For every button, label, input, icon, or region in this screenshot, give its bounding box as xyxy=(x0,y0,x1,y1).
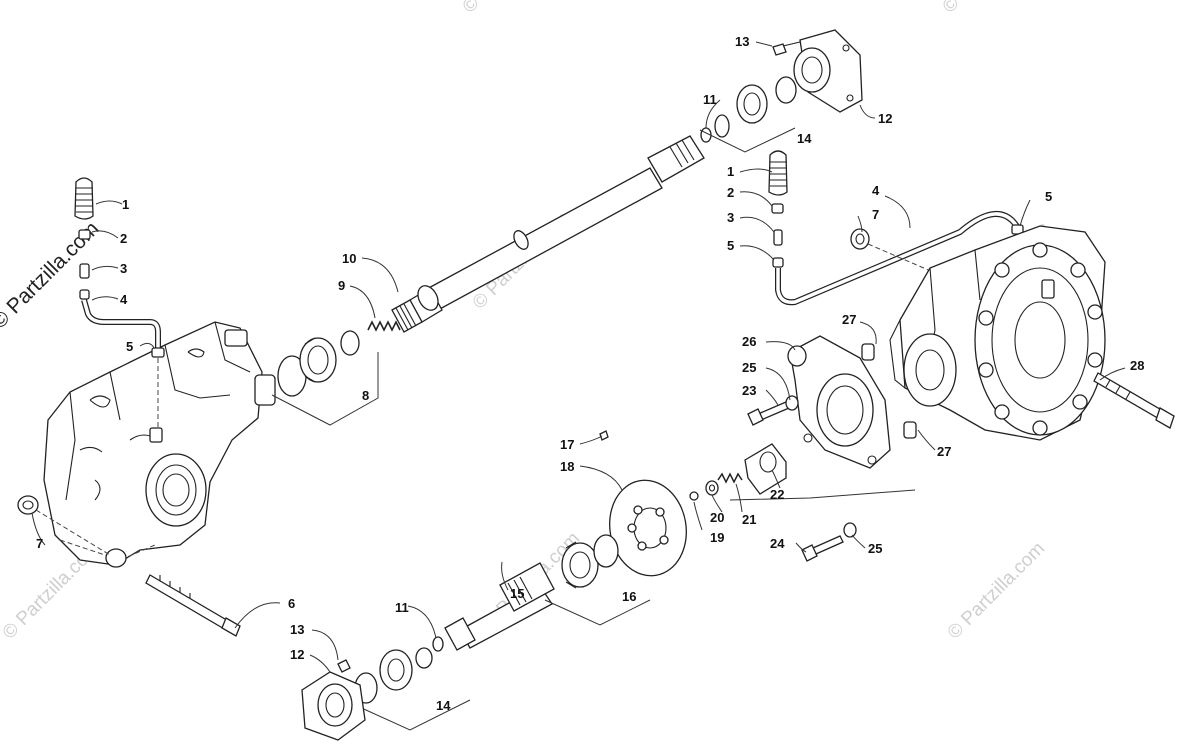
callout-18: 18 xyxy=(560,459,574,474)
callout-16: 16 xyxy=(622,589,636,604)
callout-22: 22 xyxy=(770,487,784,502)
rear-breather-assembly xyxy=(768,150,1031,306)
callout-15: 15 xyxy=(510,586,524,601)
callout-19: 19 xyxy=(710,530,724,545)
callout-6: 6 xyxy=(288,596,295,611)
callout-28: 28 xyxy=(1130,358,1144,373)
callout-5: 5 xyxy=(1045,189,1052,204)
callout-10: 10 xyxy=(342,251,356,266)
watermark: © Partzilla.com xyxy=(939,0,1044,18)
callout-4: 4 xyxy=(872,183,880,198)
rear-bushing xyxy=(850,228,941,276)
callout-3: 3 xyxy=(727,210,734,225)
callout-20: 20 xyxy=(710,510,724,525)
spring xyxy=(367,320,401,332)
callout-26: 26 xyxy=(742,334,756,349)
callout-25: 25 xyxy=(868,541,882,556)
callout-11: 11 xyxy=(703,92,717,107)
rear-lower-seal-group xyxy=(544,534,651,626)
front-mount-bolt xyxy=(17,495,241,637)
rear-gearcase xyxy=(889,225,1106,441)
watermark: © Partzilla.com xyxy=(944,538,1049,643)
rear-upper-seal-group xyxy=(699,76,797,153)
front-breather-assembly xyxy=(74,177,165,430)
callout-7: 7 xyxy=(36,536,43,551)
front-gearcase xyxy=(43,321,276,566)
callout-12: 12 xyxy=(878,111,892,126)
leader-lines xyxy=(31,41,1126,673)
drive-shaft xyxy=(391,127,712,333)
brake-disc xyxy=(599,430,687,577)
callout-23: 23 xyxy=(742,383,756,398)
adapter-bolts xyxy=(747,395,857,562)
lower-seal-group xyxy=(354,647,471,731)
callout-labels: 1 2 3 4 5 7 6 8 9 10 11 12 13 14 1 2 3 5… xyxy=(36,34,1144,713)
callout-17: 17 xyxy=(560,437,574,452)
callout-2: 2 xyxy=(120,231,127,246)
callout-13: 13 xyxy=(735,34,749,49)
callout-5: 5 xyxy=(727,238,734,253)
dowel-pins xyxy=(861,343,917,439)
callout-13: 13 xyxy=(290,622,304,637)
lower-bearing-housing xyxy=(301,659,366,741)
callout-14: 14 xyxy=(436,698,451,713)
front-seal-group xyxy=(271,330,379,426)
output-shaft xyxy=(432,562,555,652)
callout-11: 11 xyxy=(395,600,409,615)
adapter-plate xyxy=(787,335,891,469)
callout-27: 27 xyxy=(937,444,951,459)
callout-7: 7 xyxy=(872,207,879,222)
rear-mount-bolt xyxy=(1093,372,1175,429)
callout-1: 1 xyxy=(727,164,734,179)
callout-12: 12 xyxy=(290,647,304,662)
callout-21: 21 xyxy=(742,512,756,527)
callout-27: 27 xyxy=(842,312,856,327)
callout-5: 5 xyxy=(126,339,133,354)
callout-9: 9 xyxy=(338,278,345,293)
watermark: © Partzilla.com xyxy=(459,0,564,18)
callout-4: 4 xyxy=(120,292,128,307)
callout-24: 24 xyxy=(770,536,785,551)
callout-14: 14 xyxy=(797,131,812,146)
upper-bearing-housing xyxy=(772,29,863,113)
callout-1: 1 xyxy=(122,197,129,212)
callout-2: 2 xyxy=(727,185,734,200)
callout-3: 3 xyxy=(120,261,127,276)
callout-8: 8 xyxy=(362,388,369,403)
actuator-parts xyxy=(689,443,916,501)
callout-25: 25 xyxy=(742,360,756,375)
